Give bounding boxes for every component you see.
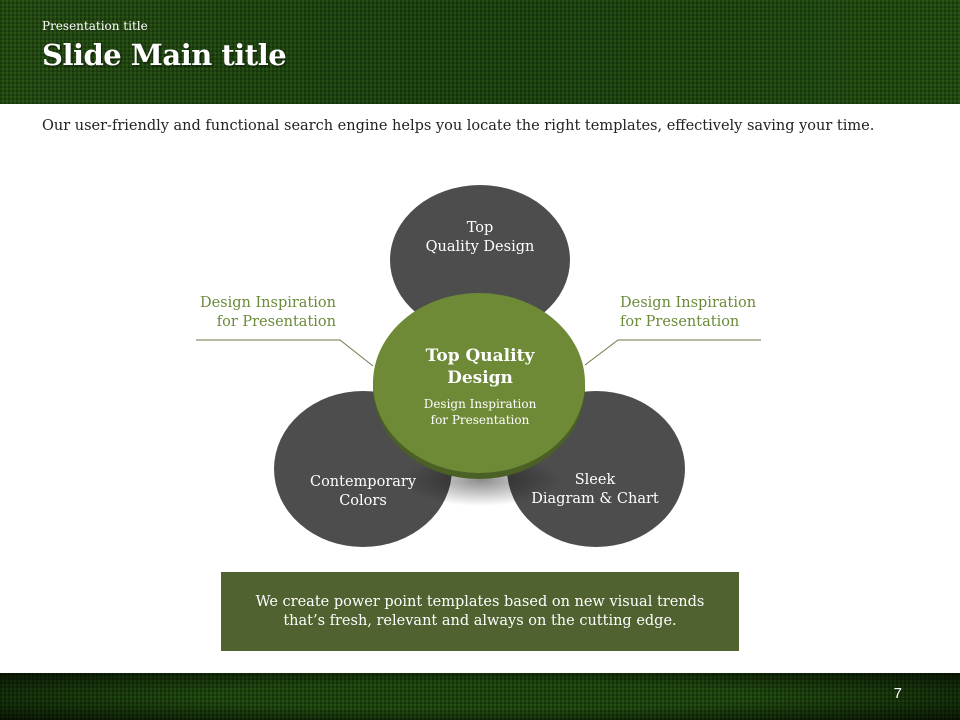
center-subtitle: Design Inspiration for Presentation	[423, 397, 537, 427]
side-label-right: Design Inspiration for Presentation	[620, 295, 757, 330]
label-top: Top Quality Design	[425, 220, 535, 255]
intro-text: Our user-friendly and functional search …	[42, 118, 875, 134]
side-label-left: Design Inspiration for Presentation	[199, 295, 336, 330]
callout-text: We create power point templates based on…	[255, 593, 705, 629]
connector-right	[584, 339, 761, 366]
page-number: 7	[893, 685, 902, 702]
slide-title: Slide Main title	[42, 38, 287, 72]
presentation-title: Presentation title	[42, 19, 148, 33]
label-right: Sleek Diagram & Chart	[531, 472, 659, 507]
connector-left	[196, 339, 374, 367]
footer-bar: 7	[0, 673, 960, 720]
center-title: Top Quality Design	[425, 346, 535, 388]
callout-box: We create power point templates based on…	[221, 572, 739, 651]
label-left: Contemporary Colors	[309, 474, 417, 509]
circle-center	[373, 293, 585, 473]
circle-top	[390, 185, 570, 335]
header-banner: Presentation title Slide Main title	[0, 0, 960, 104]
